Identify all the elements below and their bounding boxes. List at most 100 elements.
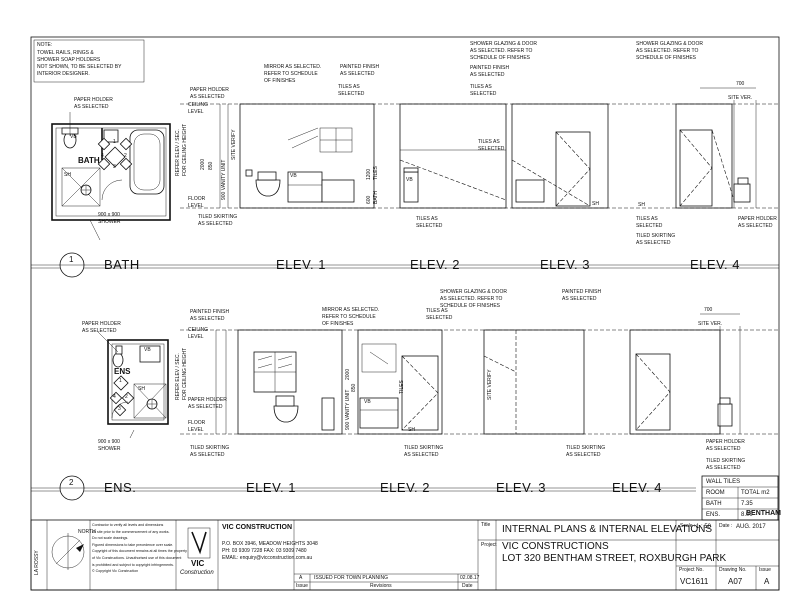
ens-elev-4-title: ELEV. 4 bbox=[612, 480, 663, 495]
bath-plan-room-label: BATH bbox=[78, 156, 100, 165]
bath-dim-1200: 1200 bbox=[366, 168, 372, 180]
note-line: INTERIOR DESIGNER. bbox=[37, 71, 90, 77]
bath-ceiling-label: CEILING bbox=[188, 102, 209, 108]
bath-plan-mark-3: 3 bbox=[113, 164, 116, 170]
ens-refer-schedule-label: REFER TO SCHEDULE bbox=[322, 314, 376, 320]
ens-for-ceiling-label: FOR CEILING HEIGHT bbox=[182, 347, 188, 400]
ens-floor-label: FLOOR bbox=[188, 420, 206, 426]
date-header: Date : bbox=[719, 523, 733, 529]
ens-elev2-tiled-skirting-selected: AS SELECTED bbox=[404, 452, 439, 458]
logo-main: VIC bbox=[191, 559, 205, 568]
ens-plan bbox=[97, 331, 169, 439]
bath-schedule-finishes-label: SCHEDULE OF FINISHES bbox=[470, 55, 531, 61]
ens-paper-holder-selected: AS SELECTED bbox=[188, 404, 223, 410]
wall-tiles-row-total: 8.00 bbox=[741, 512, 753, 518]
bath-elev4-dim-700: 700 bbox=[736, 81, 745, 87]
bath-elev4-tiled-skirting-selected: AS SELECTED bbox=[636, 240, 671, 246]
issue-label: Issue bbox=[296, 583, 308, 589]
ens-elev3-tiled-skirting-selected: AS SELECTED bbox=[566, 452, 601, 458]
bath-elev3-painted-as-selected: AS SELECTED bbox=[470, 72, 505, 78]
ens-elev-1-title: ELEV. 1 bbox=[246, 480, 297, 495]
ens-tiled-skirting-selected: AS SELECTED bbox=[190, 452, 225, 458]
ens-elev2-sh: SH bbox=[408, 427, 415, 433]
bath-tiled-skirting-label: TILED SKIRTING bbox=[198, 214, 238, 220]
ens-painted-finish-label: PAINTED FINISH bbox=[190, 309, 230, 315]
ens-elev4-tiled-skirting-selected: AS SELECTED bbox=[706, 465, 741, 471]
bath-tiled-skirting-as-selected: AS SELECTED bbox=[198, 221, 233, 227]
wall-tiles-row-room: ENS. bbox=[706, 512, 721, 518]
bath-plan-shower-label: SHOWER bbox=[98, 219, 121, 225]
wall-tiles-row-room: BATH bbox=[706, 501, 722, 507]
disclaimer-line: on site prior to the commencement of any… bbox=[92, 529, 170, 534]
bath-elev2-tiles-as: TILES AS bbox=[416, 216, 438, 222]
ens-painted-as-selected: AS SELECTED bbox=[190, 316, 225, 322]
ens-plan-mark-1: 1 bbox=[119, 378, 122, 384]
project-no-label: Project No. bbox=[679, 567, 704, 573]
scale-label: Scale : bbox=[680, 523, 696, 529]
bath-dim-850: 850 bbox=[208, 161, 214, 170]
ens-plan-sh: SH bbox=[138, 386, 145, 392]
ens-elevations bbox=[180, 313, 780, 435]
bath-elev3-tiles-selected: SELECTED bbox=[470, 91, 497, 97]
bath-mirror-label: MIRROR AS SELECTED. bbox=[264, 64, 322, 70]
wall-tiles-watermark: BENTHAM bbox=[746, 510, 781, 517]
ens-plan-shower-size: 900 x 900 bbox=[98, 439, 120, 445]
bath-elev-3-title: ELEV. 3 bbox=[540, 257, 591, 272]
bath-plan bbox=[51, 112, 171, 241]
disclaimer: Contractor to verify all levels and dime… bbox=[92, 522, 187, 575]
revisions-label: Revisions bbox=[370, 583, 392, 589]
title-label: Title bbox=[481, 522, 491, 528]
ens-elev4-paper-holder: PAPER HOLDER bbox=[706, 439, 745, 445]
ens-elev2-vb: VB bbox=[364, 399, 371, 405]
sheet-border bbox=[30, 36, 780, 591]
bath-dim-600: 600 bbox=[366, 195, 372, 204]
ens-plan-vb: VB bbox=[144, 347, 151, 353]
ens-floor-level-label: LEVEL bbox=[188, 427, 204, 433]
bath-vanity-label: 900 VANITY UNIT bbox=[221, 159, 227, 200]
bath-elev-1-title: ELEV. 1 bbox=[276, 257, 327, 272]
ens-tiles-selected: SELECTED bbox=[426, 315, 453, 321]
ens-plan-mark-3: 3 bbox=[118, 406, 121, 412]
bath-elev3-painted-finish: PAINTED FINISH bbox=[470, 65, 510, 71]
bath-plan-mark-4: 4 bbox=[101, 153, 104, 159]
bath-plan-mark-1: 1 bbox=[113, 139, 116, 145]
project-label: Project bbox=[481, 542, 497, 548]
ens-section-title: ENS. bbox=[104, 480, 137, 495]
revision-letter: A bbox=[299, 575, 303, 581]
disclaimer-line: is prohibited and subject to copyright i… bbox=[92, 562, 174, 567]
note-heading: NOTE: bbox=[37, 42, 53, 48]
wall-tiles-row-total: 7.35 bbox=[741, 501, 753, 507]
note-line: TOWEL RAILS, RINGS & bbox=[37, 50, 94, 56]
company-phone: PH: 03 9309 7228 FAX: 03 9309 7480 bbox=[222, 548, 307, 554]
bath-elev3-tiles: TILES AS bbox=[470, 84, 492, 90]
ens-elev3-painted-finish: PAINTED FINISH bbox=[562, 289, 602, 295]
bath-plan-mark-2: 2 bbox=[124, 153, 127, 159]
bath-elev3-sh: SH bbox=[592, 201, 599, 207]
bath-plan-vb: VB bbox=[70, 134, 77, 140]
bath-elev3-tiles-left: TILES AS bbox=[478, 139, 500, 145]
wall-tiles-header-total: TOTAL m2 bbox=[741, 490, 770, 496]
bath-elev-2-title: ELEV. 2 bbox=[410, 257, 461, 272]
wall-tiles-title: WALL TILES bbox=[706, 479, 741, 485]
note-line: NOT SHOWN, TO BE SELECTED BY bbox=[37, 64, 122, 70]
bath-elev4-tiles-as: TILES AS bbox=[636, 216, 658, 222]
bath-for-ceiling-label: FOR CEILING HEIGHT bbox=[182, 123, 188, 176]
logo-sub: Construction bbox=[180, 570, 214, 576]
bath-elev4-tiled-skirting: TILED SKIRTING bbox=[636, 233, 676, 239]
ens-elev2-dim-2000: 2000 bbox=[345, 368, 351, 380]
ens-elev3-tiled-skirting: TILED SKIRTING bbox=[566, 445, 606, 451]
bath-elev4-schedule-finishes: SCHEDULE OF FINISHES bbox=[636, 55, 697, 61]
ens-tiles-label: TILES AS bbox=[426, 308, 448, 314]
bath-plan-paper-holder-label: PAPER HOLDER bbox=[74, 97, 113, 103]
side-text: LA ROSSY bbox=[34, 550, 40, 575]
drawing-no: A07 bbox=[728, 577, 743, 586]
bath-floor-level-label: LEVEL bbox=[188, 203, 204, 209]
project-no: VC1611 bbox=[680, 577, 709, 586]
issue-value: A bbox=[764, 577, 770, 586]
bath-elev4-tiles-selected: SELECTED bbox=[636, 223, 663, 229]
bath-tiles-vert: TILES bbox=[373, 166, 379, 180]
ens-tiled-skirting-label: TILED SKIRTING bbox=[190, 445, 230, 451]
wall-tiles-header-room: ROOM bbox=[706, 490, 725, 496]
